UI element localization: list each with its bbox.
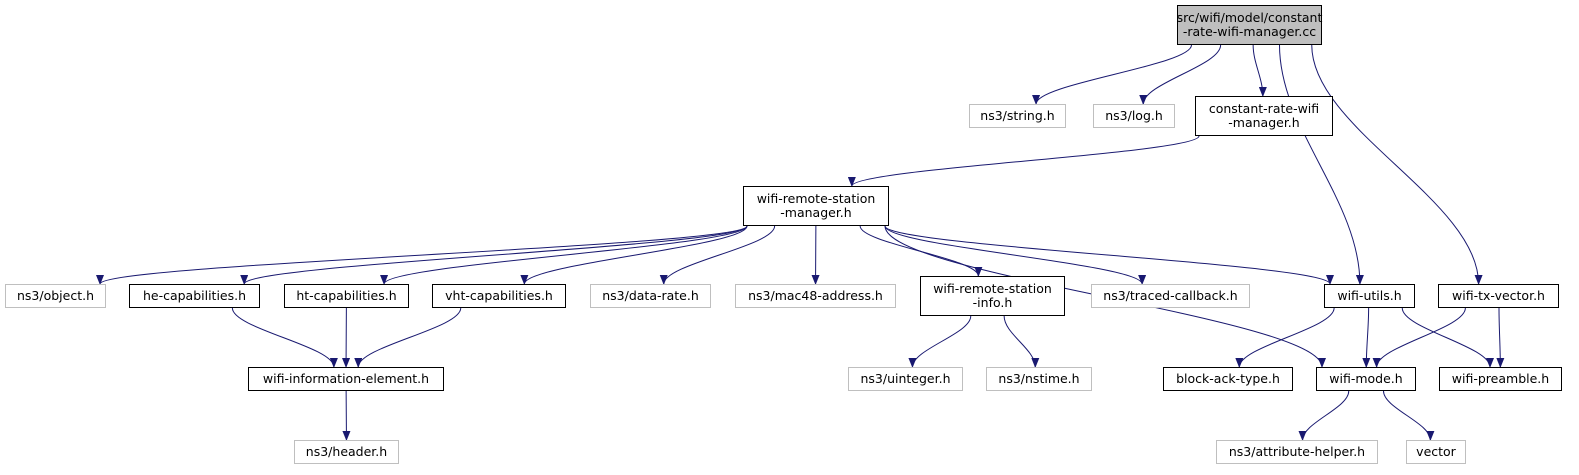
node-ns3-header[interactable]: ns3/header.h <box>294 440 399 464</box>
node-wifi-tx-vector-h[interactable]: wifi-tx-vector.h <box>1438 284 1559 308</box>
edge-wrsm-to-ht_cap <box>380 225 748 285</box>
node-label-line: -manager.h <box>780 205 852 220</box>
node-ns3-data-rate[interactable]: ns3/data-rate.h <box>590 284 711 308</box>
node-label-line: wifi-information-element.h <box>262 371 430 386</box>
node-label-line: he-capabilities.h <box>142 288 247 303</box>
edge-he_cap-to-wifi_info_elem <box>231 307 338 368</box>
node-root-source-file[interactable]: src/wifi/model/constant -rate-wifi-manag… <box>1177 5 1322 45</box>
edge-root-to-wifi_utils <box>1279 44 1364 285</box>
node-label-line: constant-rate-wifi <box>1208 101 1320 116</box>
node-ns3-object[interactable]: ns3/object.h <box>5 284 106 308</box>
node-label-line: ns3/string.h <box>980 108 1055 123</box>
node-label-line: ns3/uinteger.h <box>860 371 951 386</box>
edge-wrs_info-to-ns3_nstime <box>1003 315 1040 368</box>
node-label-line: ns3/attribute-helper.h <box>1228 444 1366 459</box>
node-label-line: block-ack-type.h <box>1176 371 1280 386</box>
edge-wifi_utils-to-wifi_mode <box>1362 307 1371 368</box>
edge-wifi_utils-to-wifi_preamble <box>1401 307 1494 368</box>
edge-wifi_tx_vector-to-wifi_mode <box>1372 307 1466 368</box>
edge-wifi_utils-to-block_ack <box>1235 307 1335 368</box>
node-label-line: ns3/object.h <box>16 288 94 303</box>
node-he-capabilities-h[interactable]: he-capabilities.h <box>129 284 260 308</box>
edge-wrs_info-to-ns3_uinteger <box>908 315 972 368</box>
node-label-line: wifi-remote-station <box>756 191 876 206</box>
node-label-line: ht-capabilities.h <box>296 288 397 303</box>
node-label-line: -rate-wifi-manager.cc <box>1182 24 1317 39</box>
edge-wrsm-to-vht_cap <box>520 225 748 285</box>
node-label-line: wifi-utils.h <box>1337 288 1402 303</box>
node-label-line: wifi-mode.h <box>1329 371 1403 386</box>
edge-wrsm-to-ns3_object <box>96 225 748 285</box>
node-constant-rate-wifi-manager-h[interactable]: constant-rate-wifi -manager.h <box>1195 96 1333 136</box>
edge-root-to-ns3_string <box>1032 44 1192 105</box>
edge-vht_cap-to-wifi_info_elem <box>354 307 462 368</box>
node-ns3-log[interactable]: ns3/log.h <box>1093 104 1175 128</box>
node-vector[interactable]: vector <box>1406 440 1466 464</box>
node-label-line: ns3/header.h <box>305 444 388 459</box>
node-ht-capabilities-h[interactable]: ht-capabilities.h <box>284 284 409 308</box>
node-label-line: ns3/mac48-address.h <box>748 288 883 303</box>
node-wifi-utils-h[interactable]: wifi-utils.h <box>1324 284 1415 308</box>
edge-wifi_mode-to-vector <box>1383 390 1435 441</box>
node-label-line: vector <box>1416 444 1456 459</box>
node-wifi-remote-station-info-h[interactable]: wifi-remote-station -info.h <box>920 276 1065 316</box>
node-ns3-uinteger[interactable]: ns3/uinteger.h <box>848 367 963 391</box>
edge-wrsm-to-he_cap <box>240 225 748 285</box>
edge-root-to-ns3_log <box>1139 44 1222 105</box>
node-wifi-mode-h[interactable]: wifi-mode.h <box>1316 367 1416 391</box>
node-block-ack-type-h[interactable]: block-ack-type.h <box>1163 367 1293 391</box>
node-label-line: ns3/log.h <box>1105 108 1163 123</box>
edge-wrsm-to-wifi_utils <box>884 225 1334 285</box>
edge-wrsm-to-ns3_data_rate <box>659 225 776 285</box>
node-label-line: ns3/traced-callback.h <box>1103 288 1238 303</box>
node-label-line: -manager.h <box>1228 115 1300 130</box>
node-ns3-string[interactable]: ns3/string.h <box>969 104 1066 128</box>
edge-wrsm-to-ns3_traced_cb <box>884 225 1147 285</box>
node-ns3-traced-callback[interactable]: ns3/traced-callback.h <box>1091 284 1250 308</box>
node-label-line: ns3/nstime.h <box>998 371 1080 386</box>
node-label-line: wifi-remote-station <box>933 281 1052 296</box>
edge-root-to-wifi_tx_vector <box>1311 44 1483 285</box>
node-label-line: src/wifi/model/constant <box>1176 10 1323 25</box>
node-ns3-attribute-helper[interactable]: ns3/attribute-helper.h <box>1216 440 1378 464</box>
node-label-line: vht-capabilities.h <box>445 288 553 303</box>
edge-constant_rate_h-to-wrsm <box>848 135 1200 187</box>
edge-root-to-constant_rate_h <box>1252 44 1267 97</box>
node-ns3-mac48-address[interactable]: ns3/mac48-address.h <box>735 284 896 308</box>
node-label-line: wifi-tx-vector.h <box>1452 288 1545 303</box>
edge-wifi_mode-to-ns3_attr_helper <box>1298 390 1350 441</box>
edge-wifi_tx_vector-to-wifi_preamble <box>1496 307 1505 368</box>
node-wifi-information-element-h[interactable]: wifi-information-element.h <box>248 367 444 391</box>
node-vht-capabilities-h[interactable]: vht-capabilities.h <box>432 284 566 308</box>
node-wifi-preamble-h[interactable]: wifi-preamble.h <box>1439 367 1562 391</box>
node-wifi-remote-station-manager-h[interactable]: wifi-remote-station -manager.h <box>743 186 889 226</box>
node-label-line: -info.h <box>972 295 1013 310</box>
node-label-line: ns3/data-rate.h <box>602 288 699 303</box>
node-label-line: wifi-preamble.h <box>1451 371 1550 386</box>
node-ns3-nstime[interactable]: ns3/nstime.h <box>986 367 1092 391</box>
